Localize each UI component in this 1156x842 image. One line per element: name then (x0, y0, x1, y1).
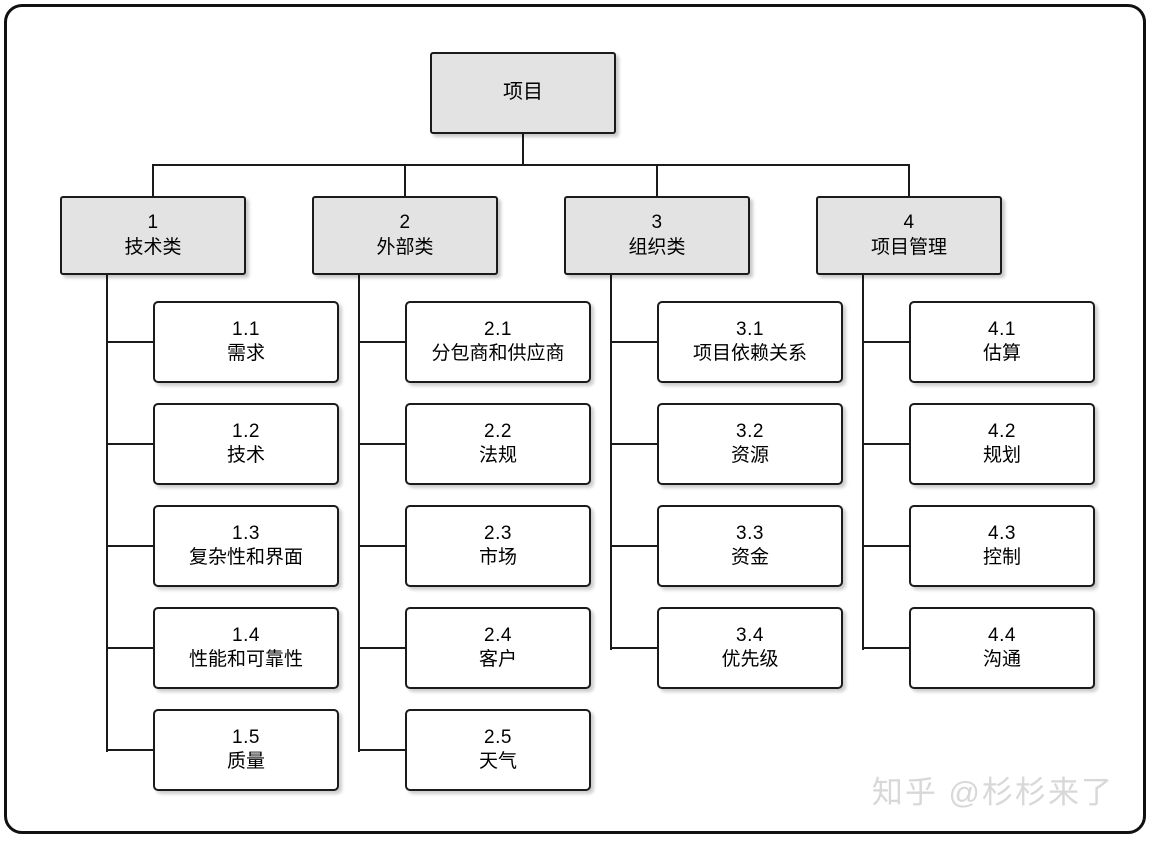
connector-branch-4.3 (862, 545, 910, 547)
node-root-label: 项目 (503, 81, 543, 104)
node-leaf-3.4-number: 3.4 (736, 624, 764, 646)
node-leaf-2.2-label: 法规 (478, 445, 517, 466)
watermark: 知乎 @杉杉来了 (871, 775, 1114, 810)
connector-branch-1.3 (106, 545, 154, 547)
node-leaf-3.4[interactable]: 3.4 优先级 (657, 607, 843, 689)
connector-trunk-3 (610, 275, 612, 650)
node-leaf-4.2-label: 规划 (982, 445, 1021, 466)
node-leaf-2.2[interactable]: 2.2 法规 (405, 403, 591, 485)
node-leaf-1.1[interactable]: 1.1 需求 (153, 301, 339, 383)
node-leaf-4.4-number: 4.4 (988, 624, 1016, 646)
node-leaf-4.4-label: 沟通 (982, 649, 1021, 670)
node-leaf-2.5-label: 天气 (478, 751, 517, 772)
connector-branch-1.5 (106, 749, 154, 751)
connector-branch-2.3 (358, 545, 406, 547)
node-category-1-number: 1 (147, 212, 159, 234)
node-category-3-label: 组织类 (628, 236, 686, 258)
node-leaf-3.2-number: 3.2 (736, 420, 764, 442)
node-leaf-1.3-number: 1.3 (232, 522, 260, 544)
node-leaf-2.4-number: 2.4 (484, 624, 512, 646)
node-leaf-4.1-label: 估算 (982, 343, 1021, 364)
node-leaf-3.2[interactable]: 3.2 资源 (657, 403, 843, 485)
connector-branch-2.1 (358, 341, 406, 343)
connector-branch-2.5 (358, 749, 406, 751)
node-leaf-1.4-number: 1.4 (232, 624, 260, 646)
node-root[interactable]: 项目 (430, 52, 616, 134)
connector-trunk-1 (106, 275, 108, 752)
node-leaf-4.2[interactable]: 4.2 规划 (909, 403, 1095, 485)
node-leaf-2.3-label: 市场 (478, 547, 517, 568)
connector-branch-1.4 (106, 647, 154, 649)
node-leaf-1.4[interactable]: 1.4 性能和可靠性 (153, 607, 339, 689)
connector-branch-2.4 (358, 647, 406, 649)
node-leaf-1.3[interactable]: 1.3 复杂性和界面 (153, 505, 339, 587)
node-leaf-1.2-number: 1.2 (232, 420, 260, 442)
node-leaf-4.3-number: 4.3 (988, 522, 1016, 544)
node-leaf-3.1-label: 项目依赖关系 (692, 343, 807, 364)
node-leaf-2.5[interactable]: 2.5 天气 (405, 709, 591, 791)
node-leaf-1.4-label: 性能和可靠性 (188, 649, 303, 670)
node-leaf-3.1-number: 3.1 (736, 318, 764, 340)
node-leaf-4.1-number: 4.1 (988, 318, 1016, 340)
node-leaf-2.2-number: 2.2 (484, 420, 512, 442)
node-leaf-4.4[interactable]: 4.4 沟通 (909, 607, 1095, 689)
connector-branch-4.2 (862, 443, 910, 445)
node-leaf-2.4-label: 客户 (478, 649, 517, 670)
node-leaf-1.3-label: 复杂性和界面 (188, 547, 303, 568)
connector-branch-3.1 (610, 341, 658, 343)
connector-branch-4.1 (862, 341, 910, 343)
node-leaf-2.5-number: 2.5 (484, 726, 512, 748)
node-leaf-1.1-label: 需求 (226, 343, 265, 364)
node-leaf-4.2-number: 4.2 (988, 420, 1016, 442)
node-leaf-1.5-label: 质量 (226, 751, 265, 772)
connector-branch-4.4 (862, 647, 910, 649)
node-leaf-3.2-label: 资源 (730, 445, 769, 466)
node-leaf-1.2[interactable]: 1.2 技术 (153, 403, 339, 485)
connector-root-stem (522, 134, 524, 164)
node-leaf-1.1-number: 1.1 (232, 318, 260, 340)
connector-category-drop-2 (404, 164, 406, 196)
node-leaf-2.1[interactable]: 2.1 分包商和供应商 (405, 301, 591, 383)
node-leaf-2.3[interactable]: 2.3 市场 (405, 505, 591, 587)
node-leaf-1.5-number: 1.5 (232, 726, 260, 748)
node-category-4-number: 4 (903, 212, 915, 234)
node-leaf-4.3[interactable]: 4.3 控制 (909, 505, 1095, 587)
node-leaf-3.1[interactable]: 3.1 项目依赖关系 (657, 301, 843, 383)
connector-category-drop-4 (908, 164, 910, 196)
node-leaf-2.3-number: 2.3 (484, 522, 512, 544)
node-leaf-1.2-label: 技术 (226, 445, 265, 466)
connector-trunk-2 (358, 275, 360, 752)
connector-category-drop-1 (152, 164, 154, 196)
node-leaf-3.4-label: 优先级 (721, 649, 779, 670)
node-category-2-label: 外部类 (376, 236, 434, 258)
node-leaf-3.3[interactable]: 3.3 资金 (657, 505, 843, 587)
node-leaf-4.3-label: 控制 (982, 547, 1021, 568)
node-leaf-2.1-label: 分包商和供应商 (431, 343, 565, 364)
node-leaf-3.3-label: 资金 (730, 547, 769, 568)
connector-trunk-4 (862, 275, 864, 650)
node-category-2-number: 2 (399, 212, 411, 234)
node-leaf-1.5[interactable]: 1.5 质量 (153, 709, 339, 791)
connector-branch-3.2 (610, 443, 658, 445)
node-category-1-label: 技术类 (124, 236, 182, 258)
connector-branch-1.2 (106, 443, 154, 445)
node-leaf-4.1[interactable]: 4.1 估算 (909, 301, 1095, 383)
node-leaf-2.1-number: 2.1 (484, 318, 512, 340)
node-category-3-number: 3 (651, 212, 663, 234)
node-leaf-2.4[interactable]: 2.4 客户 (405, 607, 591, 689)
connector-branch-3.3 (610, 545, 658, 547)
node-leaf-3.3-number: 3.3 (736, 522, 764, 544)
connector-category-drop-3 (656, 164, 658, 196)
connector-branch-2.2 (358, 443, 406, 445)
connector-bus (152, 164, 910, 166)
connector-branch-1.1 (106, 341, 154, 343)
node-category-4-label: 项目管理 (870, 236, 947, 258)
connector-branch-3.4 (610, 647, 658, 649)
